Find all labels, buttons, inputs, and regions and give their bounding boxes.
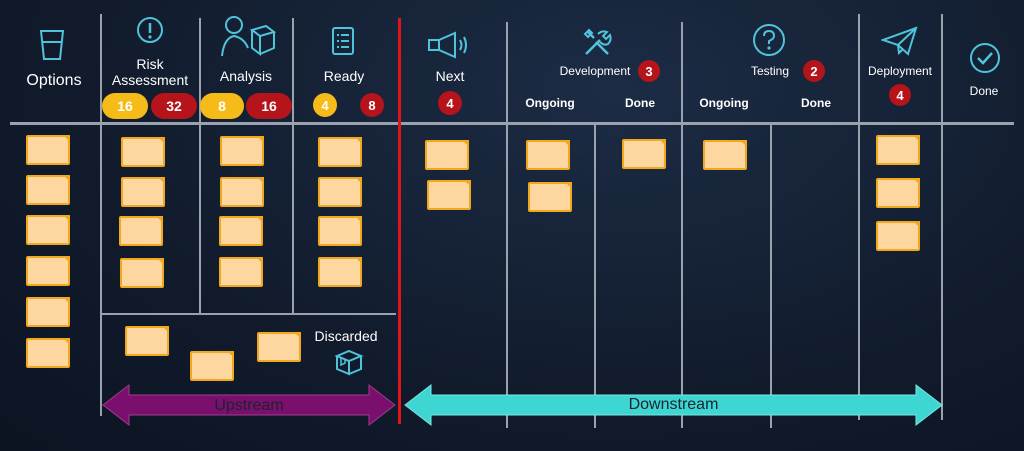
work-item-card[interactable] — [427, 180, 471, 210]
test-done-subtitle: Done — [801, 96, 831, 110]
work-item-card[interactable] — [26, 297, 70, 327]
question-icon — [753, 24, 785, 56]
work-item-card[interactable] — [120, 258, 164, 288]
dev-ongoing-subtitle: Ongoing — [525, 96, 575, 110]
paper-plane-icon — [881, 26, 918, 56]
work-item-card[interactable] — [526, 140, 570, 170]
testing-limit-badge: 2 — [803, 60, 825, 82]
column-title-done: Done — [969, 84, 999, 98]
next-limit-badge: 4 — [438, 91, 462, 115]
work-item-card[interactable] — [318, 257, 362, 287]
discarded-card[interactable] — [125, 326, 169, 356]
work-item-card[interactable] — [121, 137, 165, 167]
discard-box-icon — [334, 349, 364, 376]
work-item-card[interactable] — [318, 177, 362, 207]
column-title-options: Options — [26, 72, 82, 89]
col-divider-analysis — [292, 18, 294, 314]
risk-limit-high-badge: 32 — [151, 93, 197, 119]
work-item-card[interactable] — [703, 140, 747, 170]
discarded-card[interactable] — [257, 332, 301, 362]
test-ongoing-subtitle: Ongoing — [699, 96, 749, 110]
work-item-card[interactable] — [26, 338, 70, 368]
work-item-card[interactable] — [121, 177, 165, 207]
deployment-limit-badge: 4 — [889, 84, 911, 106]
discarded-card[interactable] — [190, 351, 234, 381]
work-item-card[interactable] — [876, 178, 920, 208]
col-divider-deployment — [941, 14, 943, 420]
tools-icon — [583, 28, 612, 55]
work-item-card[interactable] — [26, 215, 70, 245]
col-divider-next — [506, 22, 508, 428]
downstream-label: Downstream — [628, 396, 719, 413]
work-item-card[interactable] — [219, 257, 263, 287]
analysis-limit-high-badge: 16 — [246, 93, 292, 119]
discarded-label: Discarded — [314, 328, 378, 344]
work-item-card[interactable] — [318, 216, 362, 246]
work-item-card[interactable] — [876, 135, 920, 165]
analyst-icon — [221, 16, 276, 57]
ready-limit-low-badge: 4 — [313, 93, 337, 117]
column-title-deployment: Deployment — [867, 64, 933, 78]
work-item-card[interactable] — [425, 140, 469, 170]
work-item-card[interactable] — [528, 182, 572, 212]
work-item-card[interactable] — [220, 136, 264, 166]
column-title-testing: Testing — [750, 64, 790, 78]
work-item-card[interactable] — [220, 177, 264, 207]
work-item-card[interactable] — [876, 221, 920, 251]
col-divider-test-sub — [770, 125, 772, 428]
column-title-next: Next — [435, 68, 465, 84]
work-item-card[interactable] — [622, 139, 666, 169]
megaphone-icon — [428, 31, 467, 59]
checklist-icon — [332, 27, 354, 55]
ready-limit-high-badge: 8 — [360, 93, 384, 117]
column-title-ready: Ready — [323, 68, 365, 84]
work-item-card[interactable] — [26, 175, 70, 205]
alert-icon — [137, 17, 163, 43]
upstream-label: Upstream — [214, 397, 284, 414]
glass-icon — [39, 30, 65, 60]
discarded-divider — [100, 313, 396, 315]
checkmark-icon — [970, 43, 1000, 73]
development-limit-badge: 3 — [638, 60, 660, 82]
work-item-card[interactable] — [119, 216, 163, 246]
col-divider-development — [681, 22, 683, 428]
downstream-arrow — [404, 383, 943, 427]
column-title-analysis: Analysis — [219, 68, 273, 84]
col-divider-testing — [858, 14, 860, 420]
col-divider-dev-sub — [594, 125, 596, 428]
col-divider-risk — [199, 18, 201, 314]
risk-limit-low-badge: 16 — [102, 93, 148, 119]
analysis-limit-low-badge: 8 — [200, 93, 244, 119]
work-item-card[interactable] — [26, 135, 70, 165]
dev-done-subtitle: Done — [625, 96, 655, 110]
upstream-arrow — [102, 383, 396, 427]
column-title-development: Development — [559, 64, 631, 78]
commitment-point-line — [398, 18, 401, 424]
work-item-card[interactable] — [26, 256, 70, 286]
column-title-risk-assessment: Risk Assessment — [111, 56, 189, 88]
col-divider-options — [100, 14, 102, 416]
work-item-card[interactable] — [318, 137, 362, 167]
header-divider — [10, 122, 1014, 125]
work-item-card[interactable] — [219, 216, 263, 246]
